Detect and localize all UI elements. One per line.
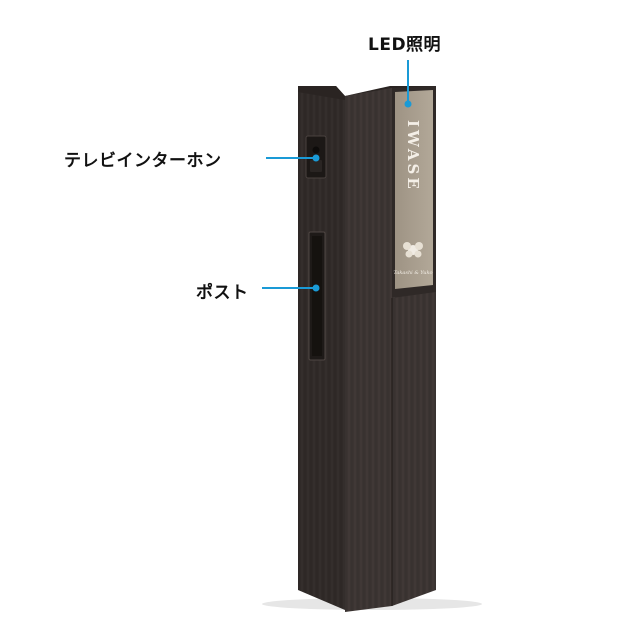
nameplate-script-line: Takashi & Yuko: [393, 270, 432, 276]
intercom-camera-icon: [312, 146, 320, 154]
led-leader-dot: [404, 100, 412, 108]
video-intercom-label: テレビインターホン: [64, 151, 222, 171]
intercom-leader-dot: [312, 154, 320, 162]
nameplate-surname: IWASE: [404, 120, 422, 192]
mail-slot-opening: [312, 236, 322, 356]
flower-emblem-icon: [403, 242, 423, 258]
pillar-front-face: [345, 88, 392, 612]
pillar-lower-right-face: [392, 292, 436, 606]
intercom-button-icon: [310, 160, 322, 172]
mailbox-label: ポスト: [196, 283, 249, 303]
post-leader-dot: [312, 284, 320, 292]
led-lighting-label: LED照明: [368, 35, 442, 55]
nameplate-panel: [395, 90, 433, 289]
